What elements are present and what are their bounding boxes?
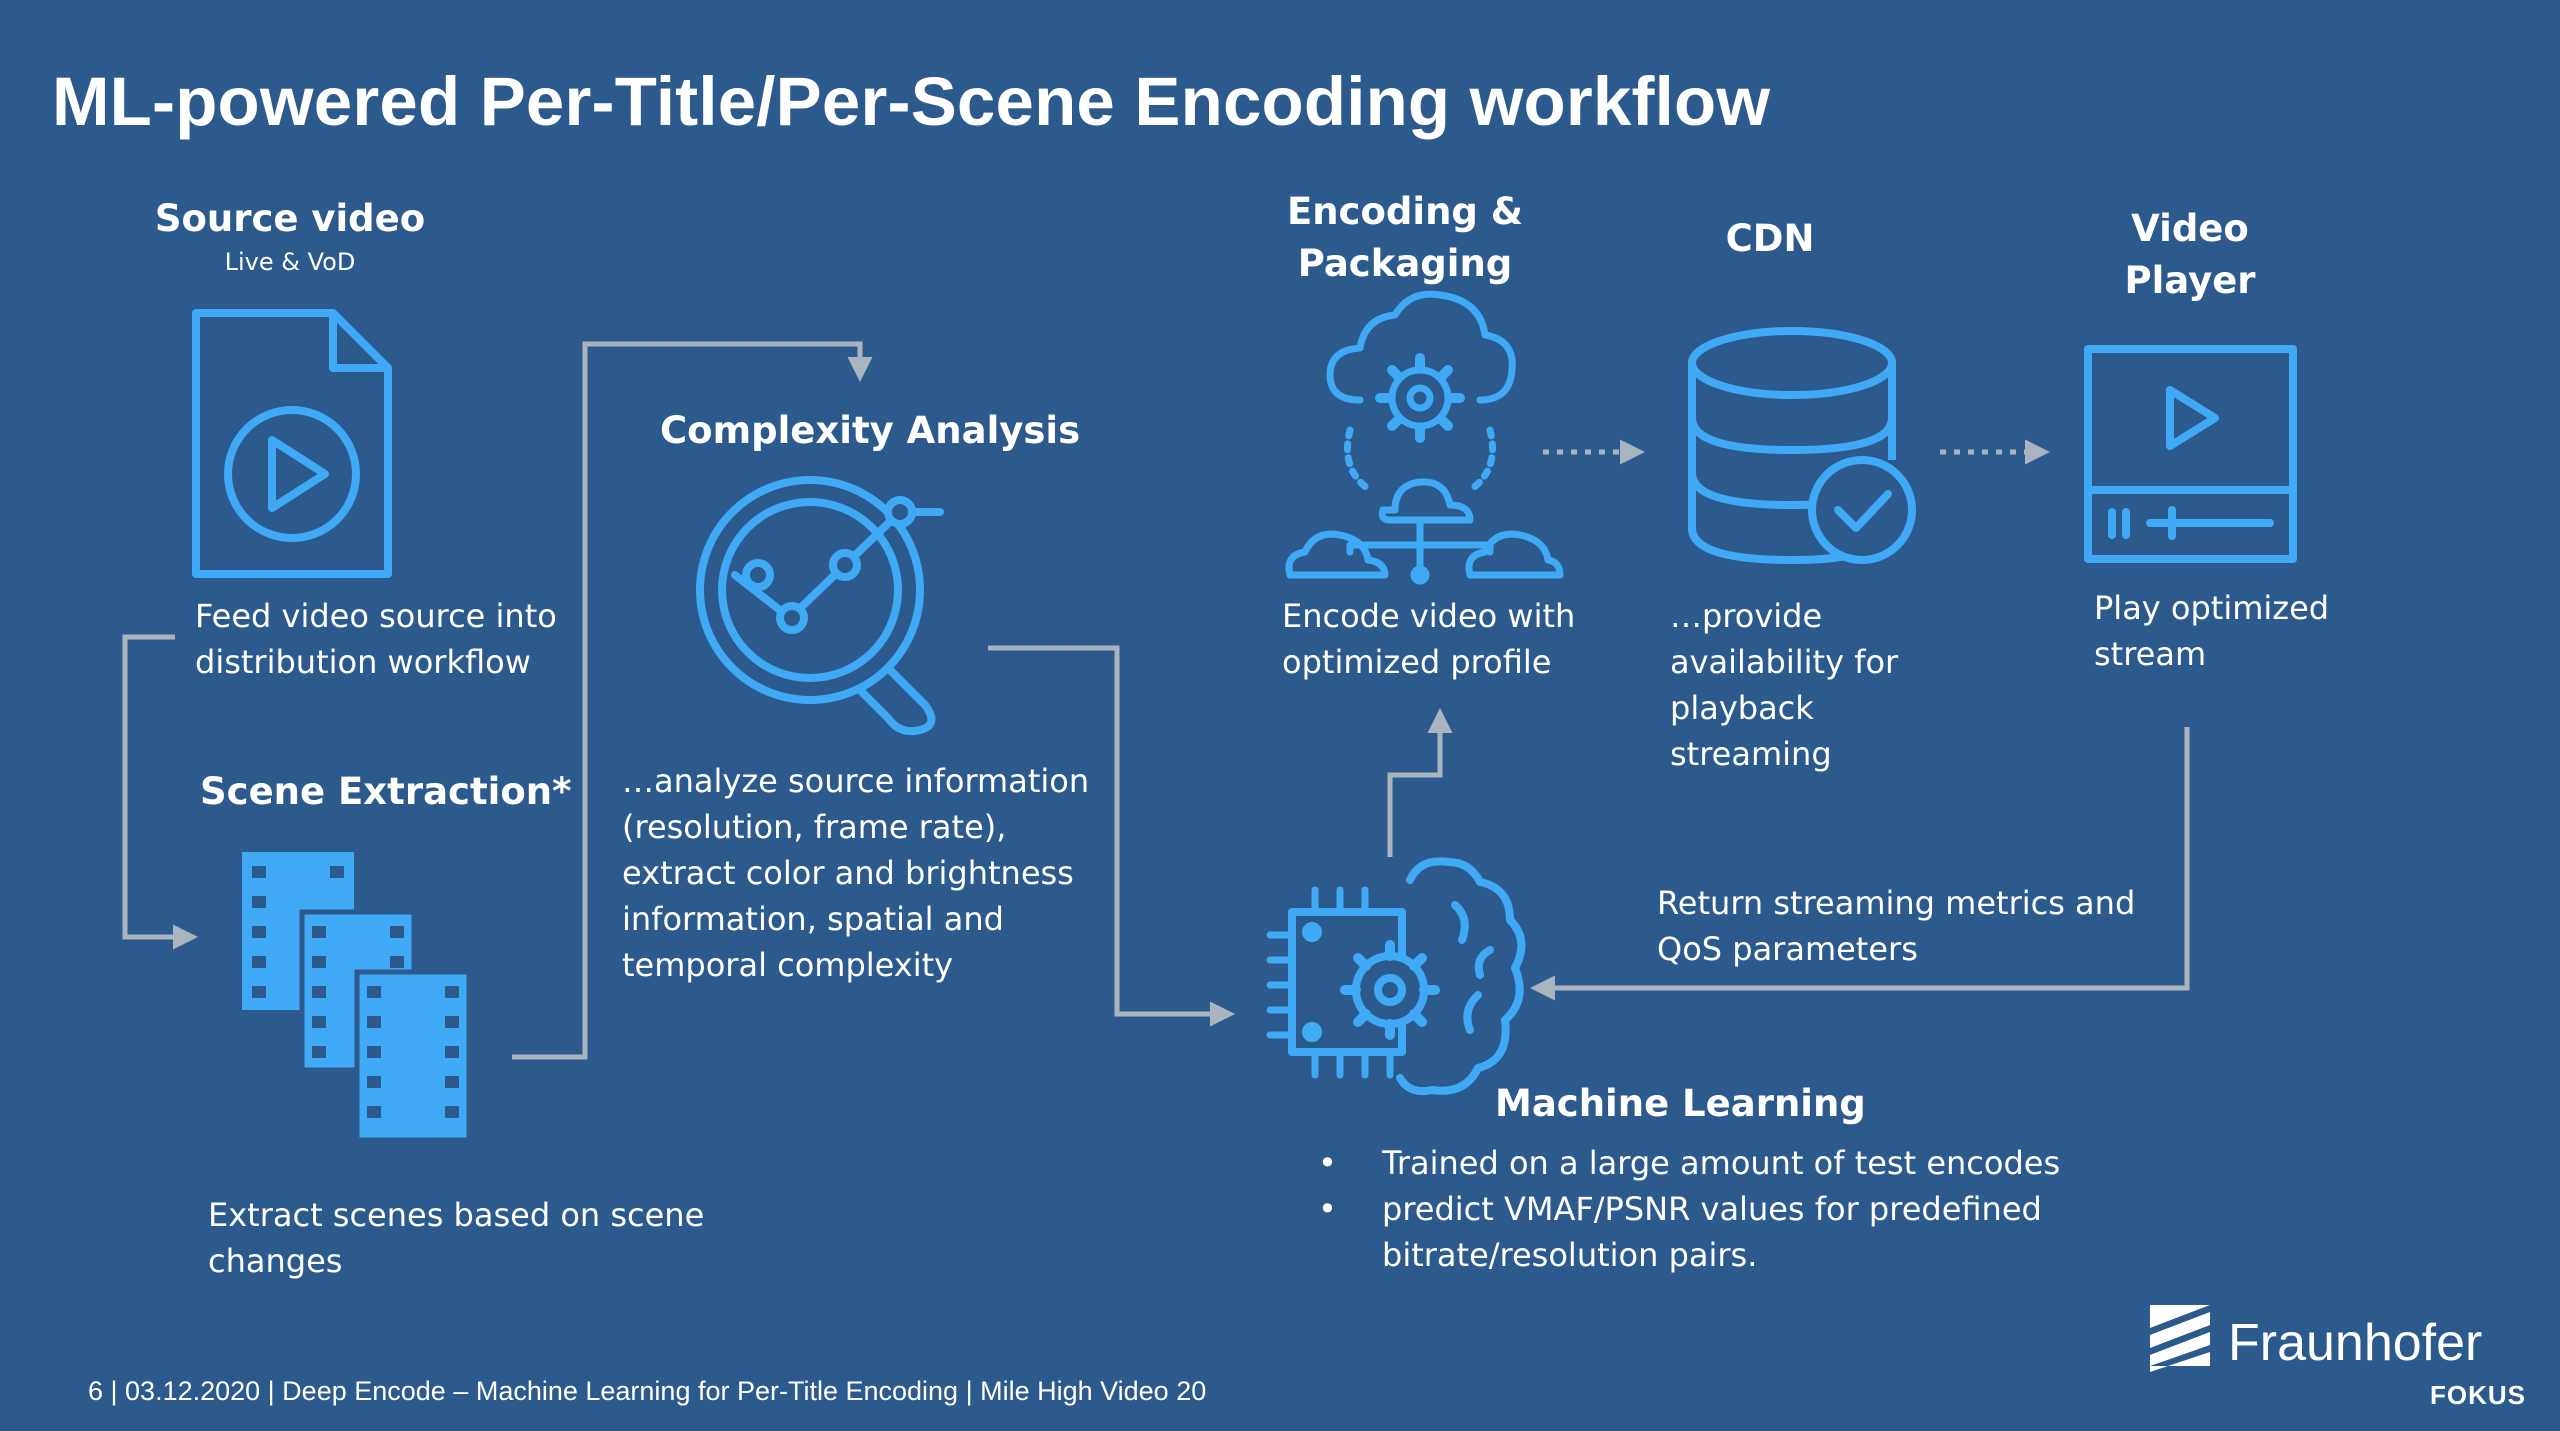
desc-line: Play optimized: [2094, 589, 2330, 627]
cdn-title: CDN: [1725, 217, 1815, 260]
film-strips-icon: [242, 852, 472, 1143]
source-video-description: Feed video source into distribution work…: [195, 593, 557, 685]
desc-line: Encode video with: [1282, 597, 1576, 635]
desc-line: …analyze source information: [622, 762, 1090, 800]
source-video-subtitle: Live & VoD: [224, 248, 356, 276]
desc-line: streaming: [1670, 735, 1832, 773]
scene-extraction-description: Extract scenes based on scene changes: [208, 1192, 704, 1284]
cloud-gear-network-icon: [1285, 290, 1564, 585]
scene-extraction-title: Scene Extraction*: [200, 770, 572, 813]
brand-name: Fraunhofer: [2228, 1314, 2483, 1372]
cdn-description: …provide availability for playback strea…: [1670, 593, 1898, 777]
desc-line: changes: [208, 1242, 343, 1280]
desc-line: …provide: [1670, 597, 1823, 635]
encoding-packaging-title-line-2: Packaging: [1297, 242, 1513, 285]
arrow-player-feedback-to-ml: [1530, 727, 2190, 1001]
feedback-description: Return streaming metrics and QoS paramet…: [1657, 880, 2135, 972]
desc-line: availability for: [1670, 643, 1899, 681]
desc-line: optimized profile: [1282, 643, 1552, 681]
video-player-icon: [2084, 345, 2297, 563]
desc-line: Extract scenes based on scene: [208, 1196, 705, 1234]
video-player-title-line-1: Video: [2131, 207, 2249, 250]
slide-footer: 6 | 03.12.2020 | Deep Encode – Machine L…: [88, 1376, 1207, 1406]
arrow-complexity-to-ml: [988, 645, 1235, 1027]
complexity-analysis-title: Complexity Analysis: [660, 409, 1081, 452]
desc-line: information, spatial and: [622, 900, 1004, 938]
arrow-source-to-scene: [122, 634, 198, 950]
arrow-ml-to-encoding: [1387, 708, 1453, 857]
list-item: predict VMAF/PSNR values for predefined: [1310, 1186, 2060, 1232]
machine-learning-bullet-continuation: bitrate/resolution pairs.: [1382, 1236, 1758, 1274]
desc-line: temporal complexity: [622, 946, 954, 984]
desc-line: Return streaming metrics and: [1657, 884, 2136, 922]
encoding-packaging-title-line-1: Encoding &: [1286, 190, 1524, 233]
magnifier-analytics-icon: [696, 476, 944, 736]
desc-line: stream: [2094, 635, 2207, 673]
list-item: Trained on a large amount of test encode…: [1310, 1140, 2060, 1186]
brain-chip-icon: [1266, 857, 1526, 1096]
complexity-analysis-description: …analyze source information (resolution,…: [622, 758, 1089, 988]
desc-line: distribution workflow: [195, 643, 531, 681]
fraunhofer-logo-icon: [2150, 1305, 2210, 1372]
machine-learning-title: Machine Learning: [1495, 1082, 1866, 1125]
desc-line: extract color and brightness: [622, 854, 1074, 892]
desc-line: playback: [1670, 689, 1814, 727]
source-video-title: Source video: [154, 197, 426, 240]
video-file-icon: [192, 309, 392, 578]
desc-line: (resolution, frame rate),: [622, 808, 1007, 846]
video-player-title-line-2: Player: [2124, 259, 2256, 302]
database-check-icon: [1688, 327, 1916, 565]
video-player-description: Play optimized stream: [2094, 585, 2329, 677]
brand-subtitle: FOKUS: [2430, 1380, 2526, 1410]
desc-line: Feed video source into: [195, 597, 557, 635]
encoding-description: Encode video with optimized profile: [1282, 593, 1575, 685]
arrow-scene-to-complexity: [512, 341, 873, 1060]
desc-line: QoS parameters: [1657, 930, 1918, 968]
machine-learning-bullets: Trained on a large amount of test encode…: [1310, 1140, 2060, 1232]
slide-title: ML-powered Per-Title/Per-Scene Encoding …: [52, 63, 1771, 140]
